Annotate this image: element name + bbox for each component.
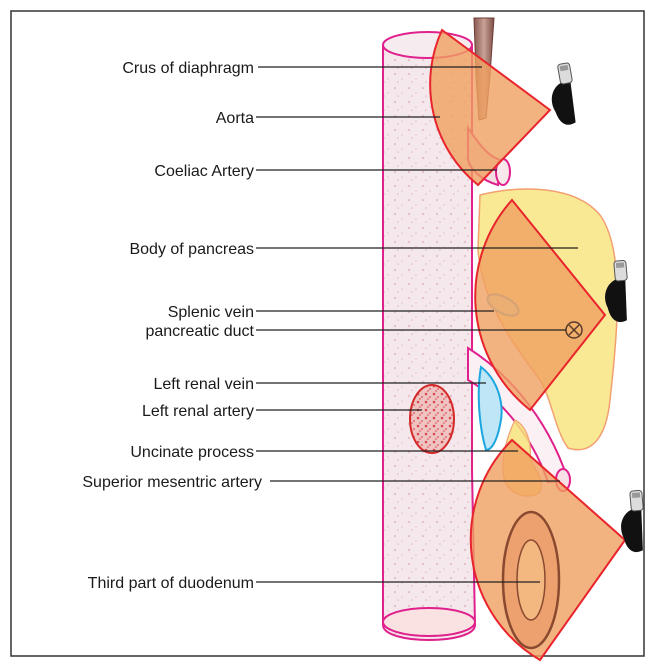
label-superior-mesentric-artery: Superior mesentric artery <box>82 474 262 491</box>
left-renal-artery <box>410 385 454 453</box>
label-third-part-of-duodenum: Third part of duodenum <box>88 575 254 592</box>
label-uncinate-process: Uncinate process <box>130 444 254 461</box>
label-pancreatic-duct: pancreatic duct <box>145 323 254 340</box>
label-aorta: Aorta <box>216 110 254 127</box>
label-body-of-pancreas: Body of pancreas <box>129 241 254 258</box>
third-part-of-duodenum <box>503 512 559 648</box>
label-coeliac-artery: Coeliac Artery <box>154 163 254 180</box>
label-left-renal-vein: Left renal vein <box>153 376 254 393</box>
cross-circle-icon <box>566 322 582 338</box>
label-left-renal-artery: Left renal artery <box>142 403 254 420</box>
label-splenic-vein: Splenic vein <box>168 304 254 321</box>
label-crus-of-diaphragm: Crus of diaphragm <box>122 60 254 77</box>
